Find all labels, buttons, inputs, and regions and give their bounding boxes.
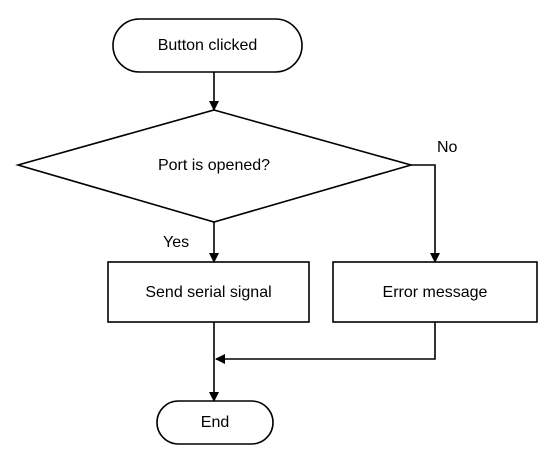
send-node: Send serial signal xyxy=(107,261,310,323)
edge-label-no: No xyxy=(437,139,458,156)
error-node-label: Error message xyxy=(383,284,488,301)
edge-error-to-merge xyxy=(215,322,436,364)
start-node-label: Button clicked xyxy=(158,37,258,54)
end-node-label: End xyxy=(201,414,229,431)
edge-label-yes: Yes xyxy=(163,234,189,251)
send-node-label: Send serial signal xyxy=(145,284,271,301)
start-node: Button clicked xyxy=(112,18,303,73)
error-node: Error message xyxy=(332,261,538,323)
decision-node: Port is opened? xyxy=(15,109,414,223)
edge-decision-to-error xyxy=(411,164,440,263)
end-node: End xyxy=(156,400,274,445)
decision-node-label: Port is opened? xyxy=(158,157,270,174)
